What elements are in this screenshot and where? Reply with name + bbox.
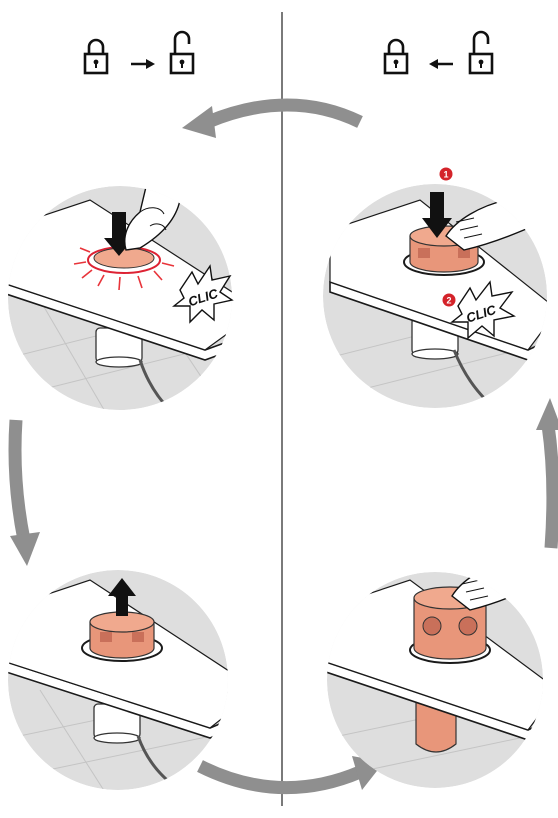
- clic-burst: CLIC: [450, 280, 516, 340]
- right-arrow-icon: [131, 59, 155, 69]
- padlock-closed-icon: [383, 38, 409, 75]
- step-bottom-left-pop-up: [8, 570, 228, 790]
- step-top-left-press-click: CLIC: [8, 186, 234, 410]
- header-left-lock-to-unlock: [83, 30, 195, 75]
- cycle-arrow-right: [536, 398, 558, 549]
- step-marker-1-label: 1: [443, 170, 448, 180]
- clic-burst: CLIC: [172, 264, 234, 324]
- step-marker-2-label: 2: [446, 296, 451, 306]
- cycle-arrow-left: [8, 419, 40, 566]
- cycle-arrow-bottom: [197, 756, 384, 795]
- header-right-unlock-to-lock: [383, 30, 494, 75]
- step-marker-2: 2: [442, 293, 456, 307]
- padlock-closed-icon: [83, 38, 109, 75]
- step-bottom-right-push-down: [327, 572, 543, 788]
- padlock-open-icon: [468, 30, 494, 75]
- padlock-open-icon: [169, 30, 195, 75]
- step-marker-1: 1: [439, 167, 453, 181]
- step-top-right-press-click: 1 2 CLIC: [323, 167, 547, 408]
- cycle-arrow-top: [182, 98, 363, 138]
- left-arrow-icon: [429, 59, 453, 69]
